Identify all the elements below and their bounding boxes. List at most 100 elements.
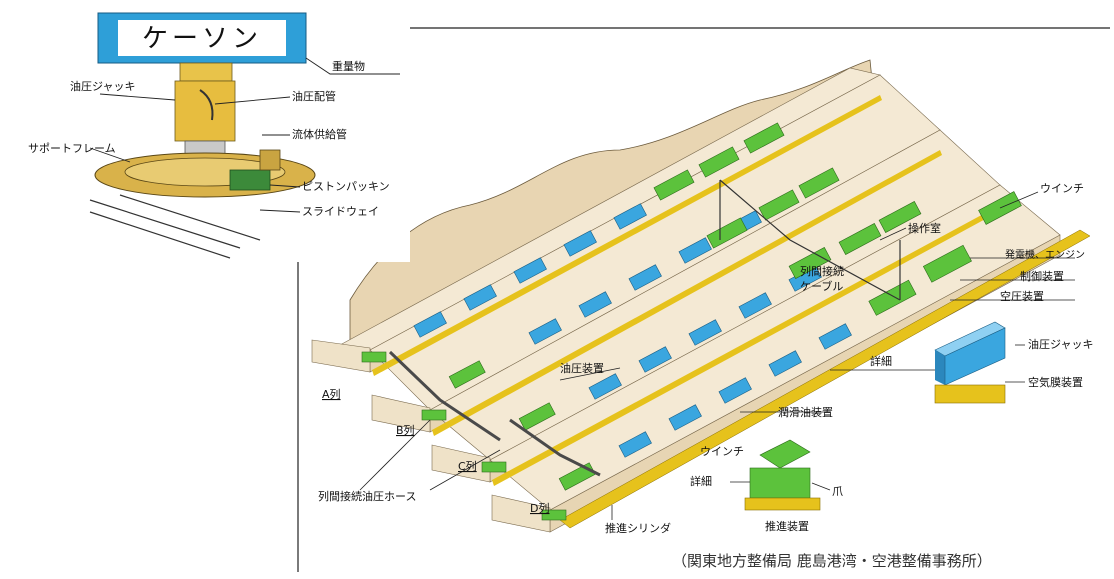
label-air-film: 空気膜装置 xyxy=(1028,375,1083,389)
end-block-b xyxy=(421,409,447,421)
oil-jack-unit xyxy=(563,230,597,257)
slide-way-rail xyxy=(89,211,231,259)
device-block xyxy=(838,223,882,255)
label-propulsion-cylinder: 推進シリンダ xyxy=(605,521,671,535)
propulsion-top xyxy=(759,439,811,469)
detail-jack-front xyxy=(944,327,1006,386)
oil-jack-unit xyxy=(463,284,497,311)
label-hydraulic-unit: 油圧装置 xyxy=(560,361,604,375)
label-cable-line-2: ケーブル xyxy=(800,279,843,293)
label-compressor: 空圧装置 xyxy=(1000,289,1044,303)
propulsion-body xyxy=(749,467,811,499)
end-block-c xyxy=(481,461,507,473)
oil-jack-unit xyxy=(618,431,652,458)
rail-c xyxy=(492,205,1002,486)
label-row-c: C列 xyxy=(458,459,477,473)
rail-a xyxy=(372,95,882,376)
oil-pipe xyxy=(199,89,214,121)
label-oil-pipe: 油圧配管 xyxy=(292,89,336,103)
slab-front-c xyxy=(431,444,491,483)
hydraulic-block xyxy=(448,360,486,389)
oil-jack-unit xyxy=(768,350,802,377)
label-winch-bottom: ウインチ xyxy=(700,445,744,458)
oil-jack-unit xyxy=(718,377,752,404)
label-row-a: A列 xyxy=(322,387,341,401)
beam-top-d xyxy=(489,184,1061,511)
label-lubrication: 潤滑油装置 xyxy=(778,405,833,419)
device-block xyxy=(743,122,785,154)
credit-text: （関東地方整備局 鹿島港湾・空港整備事務所） xyxy=(672,552,992,570)
green-devices xyxy=(361,122,1022,521)
slab-front-b xyxy=(371,394,431,433)
label-oil-jack: 油圧ジャッキ xyxy=(1028,337,1093,351)
label-piston-packing: ピストンパッキン xyxy=(302,180,390,193)
oil-jack-unit xyxy=(588,373,622,400)
main-leader-lines xyxy=(359,191,1075,520)
connection-lines xyxy=(388,179,901,477)
rail-b xyxy=(432,150,942,436)
jack-cap xyxy=(179,62,233,82)
device-block xyxy=(878,201,922,233)
label-row-d: D列 xyxy=(530,501,549,515)
propulsion-base xyxy=(744,497,821,511)
cable-line xyxy=(719,179,901,301)
rail-d xyxy=(559,229,1091,529)
label-claw: 爪 xyxy=(832,485,843,498)
label-heavy-object: 重量物 xyxy=(332,59,365,73)
label-detail-2: 詳細 xyxy=(690,474,712,488)
end-block-d xyxy=(541,509,567,521)
oil-jack-body xyxy=(174,80,236,142)
label-propulsion-unit: 推進装置 xyxy=(765,519,809,533)
caisson-label: ケーソン xyxy=(142,24,262,54)
fluid-supply-valve xyxy=(259,149,281,171)
device-block xyxy=(706,217,748,249)
slab-front-a xyxy=(311,339,371,373)
oil-jack-unit xyxy=(578,291,612,318)
jack-row-c xyxy=(588,265,822,400)
oil-jack-unit xyxy=(638,346,672,373)
oil-jack-unit xyxy=(678,237,712,264)
oil-jack-unit xyxy=(628,264,662,291)
label-support-frame: サポートフレーム xyxy=(28,142,116,155)
label-fluid-pipe: 流体供給管 xyxy=(292,127,347,141)
slide-way-rail xyxy=(89,199,241,249)
label-detail-1: 詳細 xyxy=(870,354,892,368)
label-generator: 発電機、エンジン xyxy=(1005,248,1085,261)
piston-packing-block xyxy=(229,169,271,191)
hose-line xyxy=(509,418,601,477)
label-slide-way: スライドウェイ xyxy=(302,205,379,218)
label-hose: 列間接続油圧ホース xyxy=(318,489,416,503)
label-inset-oil-jack: 油圧ジャッキ xyxy=(70,79,135,93)
device-block xyxy=(798,167,840,199)
inset-diagram: ケーソン 重量物 油圧ジャッキ 油圧配管 流体供給管 サポートフレーム xyxy=(0,0,410,262)
label-row-b: B列 xyxy=(396,423,415,437)
end-block-a xyxy=(361,351,387,363)
detail-jack-side xyxy=(935,350,945,385)
device-block xyxy=(653,169,695,201)
oil-jack-unit xyxy=(513,257,547,284)
hydraulic-block xyxy=(518,402,556,431)
label-control: 制御装置 xyxy=(1020,269,1064,283)
slide-way-rail xyxy=(119,194,261,241)
device-block xyxy=(788,247,832,279)
inset-leader-lines xyxy=(89,57,400,213)
label-operation-room: 操作室 xyxy=(908,221,941,235)
jack-row-a xyxy=(413,203,647,338)
oil-jack-unit xyxy=(413,311,447,338)
jack-row-d xyxy=(618,323,852,458)
device-block xyxy=(698,146,740,178)
generator-block xyxy=(922,244,972,283)
oil-jack-unit xyxy=(738,292,772,319)
detail-propulsion-assembly xyxy=(744,439,821,511)
label-cable-line-1: 列間接続 xyxy=(800,264,844,278)
oil-jack-unit xyxy=(688,319,722,346)
main-diagram: ウインチ 操作室 発電機、エンジン 制御装置 空圧装置 列間接続 ケーブル 油圧… xyxy=(311,59,1093,570)
oil-jack-unit xyxy=(668,404,702,431)
oil-jack-unit xyxy=(818,323,852,350)
detail-air-film xyxy=(934,384,1006,404)
hose-line xyxy=(388,350,501,442)
oil-jack-unit xyxy=(528,318,562,345)
label-winch-top: ウインチ xyxy=(1040,182,1084,195)
